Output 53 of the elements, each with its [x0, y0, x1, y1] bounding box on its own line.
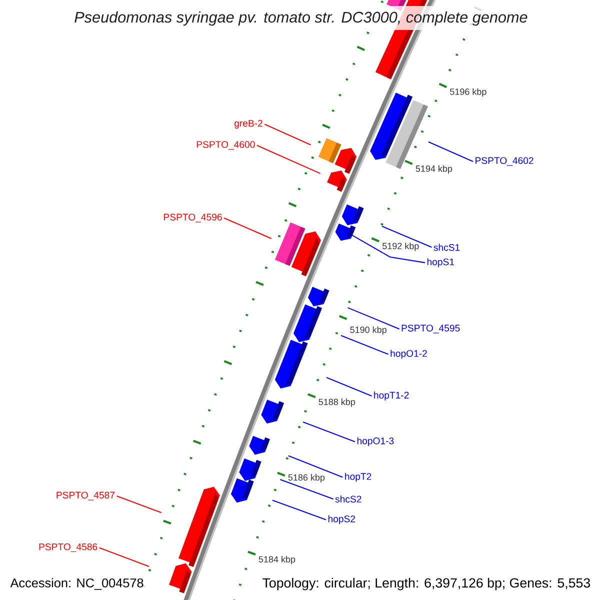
- leader-line: [280, 479, 334, 500]
- gene-block: [249, 436, 270, 455]
- leader-line: [352, 234, 426, 264]
- gene-block: [239, 458, 262, 481]
- leader-line: [256, 144, 320, 174]
- gene-label: PSPTO_4600: [196, 141, 255, 150]
- tick-label: 5192 kbp: [382, 242, 419, 251]
- footer-text: Topology: circular; Length: 6,397,126 bp; Genes: 5,553: [258, 575, 594, 594]
- gene-label: PSPTO_4596: [164, 214, 222, 222]
- footer-text: Accession: NC_004578: [6, 575, 147, 594]
- gene-block: [178, 486, 220, 567]
- leader-line: [382, 226, 432, 248]
- leader-line: [288, 455, 343, 478]
- gene-block: [335, 223, 356, 241]
- gene-block: [342, 204, 364, 226]
- title: Pseudomonas syringae pv. tomato str. DC3000, complete genome: [70, 6, 532, 30]
- tick-label: 5190 kbp: [350, 326, 386, 335]
- leader-line: [428, 141, 474, 162]
- leader-line: [302, 422, 356, 442]
- tick-label: 5194 kbp: [416, 165, 452, 174]
- gene-label: shcS2: [335, 495, 362, 503]
- tick-label: 5186 kbp: [288, 474, 325, 482]
- tick-label: 5184 kbp: [258, 556, 296, 564]
- gene-block: [274, 340, 308, 388]
- gene-label: hopO1-3: [357, 437, 394, 446]
- leader-line: [224, 218, 272, 239]
- leader-line: [116, 496, 162, 514]
- gene-label: hopT1-2: [374, 392, 409, 400]
- gene-block: [230, 478, 254, 503]
- gene-block: [334, 148, 357, 174]
- gene-block: [261, 400, 284, 424]
- gene-label: shcS1: [434, 244, 460, 251]
- gene-block: [308, 286, 330, 306]
- gene-block: [327, 170, 347, 192]
- gene-block: [370, 92, 413, 160]
- gene-label: greB-2: [234, 120, 262, 129]
- tick-label: 5188 kbp: [318, 398, 356, 407]
- gene-label: PSPTO_4587: [56, 492, 114, 500]
- leader-line: [272, 500, 326, 520]
- gene-label: hopT2: [345, 472, 372, 482]
- tick-label: 5196 kbp: [450, 88, 486, 97]
- gene-block: [291, 231, 321, 276]
- gene-label: PSPTO_4586: [39, 543, 98, 552]
- gene-label: hopS2: [328, 515, 355, 524]
- leader-line: [326, 377, 372, 396]
- leader-line: [347, 307, 400, 330]
- gene-block: [168, 563, 192, 594]
- leader-line: [340, 335, 388, 355]
- gene-label: PSPTO_4595: [402, 324, 460, 334]
- gene-label: PSPTO_4602: [476, 157, 534, 166]
- gene-label: hopS1: [427, 258, 454, 268]
- leader-line: [99, 547, 150, 567]
- gene-label: hopO1-2: [390, 350, 427, 359]
